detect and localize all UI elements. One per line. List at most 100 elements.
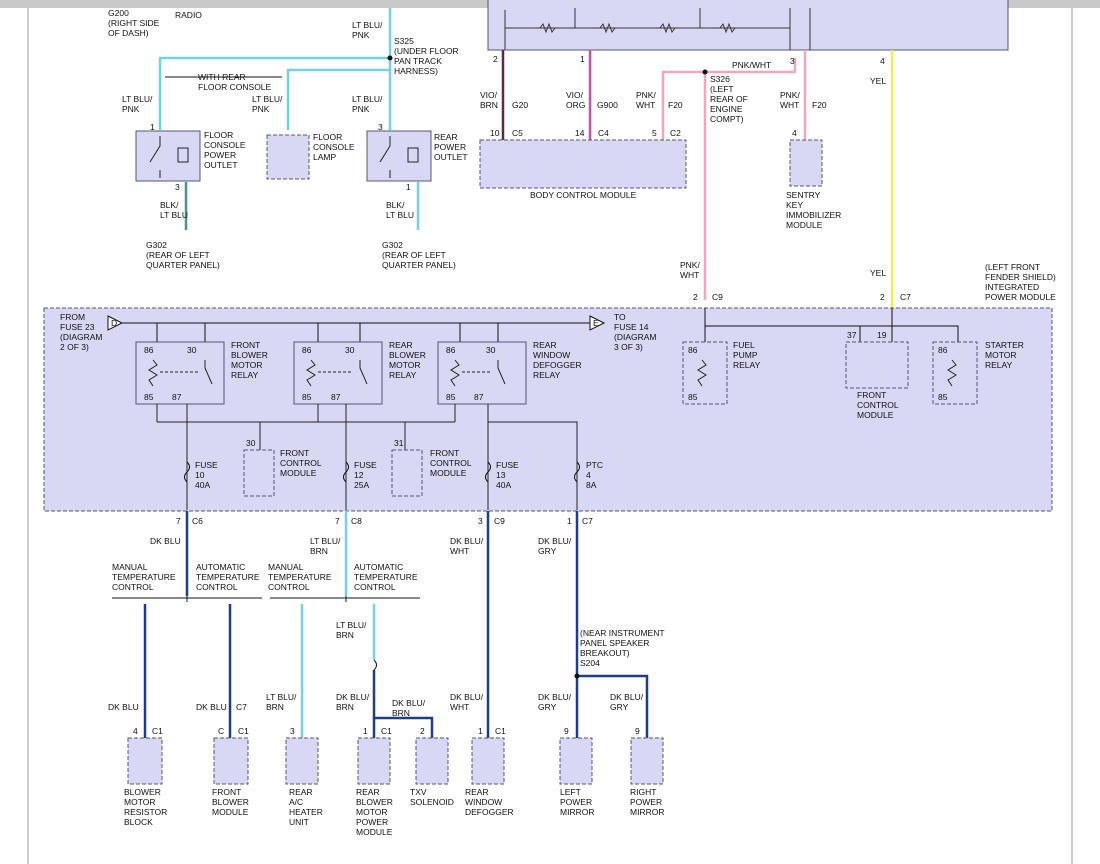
c9-label: C9 — [494, 516, 505, 526]
relay-boxes — [135, 341, 978, 405]
c8-pin: 7 — [335, 516, 340, 526]
module-left-mirror — [559, 737, 593, 785]
m6-pin: 1 — [478, 726, 483, 736]
control-brackets — [112, 596, 420, 671]
bcm-p2: 14 — [575, 128, 585, 138]
m4-pin: 1 — [363, 726, 368, 736]
svg-text:87: 87 — [474, 392, 484, 402]
m5-pin: 2 — [420, 726, 425, 736]
module-rear-ac-heater — [285, 737, 319, 785]
svg-text:30: 30 — [345, 345, 355, 355]
m4-conn: C1 — [381, 726, 392, 736]
ipm-conn-d: D — [111, 318, 117, 328]
sentry-pin: 4 — [792, 128, 797, 138]
outlet-wire1-label: LT BLU/PNK — [122, 94, 153, 114]
ipm-conn-e: E — [593, 318, 599, 328]
floor-console-outlet-box — [135, 130, 201, 182]
rear-outlet-box — [366, 130, 432, 182]
wire-b-conn: C7 — [236, 702, 247, 712]
wire-g-label: DK BLU/GRY — [538, 692, 572, 712]
ipm-yel: YEL — [870, 268, 886, 278]
module-blower-resistor — [127, 737, 163, 785]
m1-pin: 4 — [133, 726, 138, 736]
wire-b-label: DK BLU — [196, 702, 227, 712]
bcm-p1: 10 — [490, 128, 500, 138]
svg-text:86: 86 — [938, 345, 948, 355]
bcm-wires — [501, 50, 894, 308]
gnd-wire-label: BLK/LT BLU — [160, 200, 188, 220]
relay-internals — [148, 359, 957, 510]
fcm-b-box — [391, 449, 423, 497]
ipm-c9-pin: 2 — [693, 292, 698, 302]
outlet-wire3-label: LT BLU/PNK — [352, 94, 383, 114]
fcm-b-pin: 31 — [394, 438, 404, 448]
bcm-c3: C2 — [670, 128, 681, 138]
bottom-wires — [143, 511, 649, 738]
top-module-box — [487, 0, 1009, 51]
wire-a-label: DK BLU — [108, 702, 139, 712]
rear-outlet-pin1: 1 — [406, 182, 411, 192]
bcm-pin3: 3 — [790, 56, 795, 66]
svg-text:86: 86 — [144, 345, 154, 355]
s204-splice-dot — [574, 673, 580, 679]
svg-text:85: 85 — [688, 392, 698, 402]
bcm-w4-label: PNK/WHT — [780, 90, 800, 110]
svg-text:86: 86 — [688, 345, 698, 355]
module-rear-blower-power — [357, 737, 391, 785]
floor-console-lamp-box — [266, 134, 310, 180]
svg-text:87: 87 — [172, 392, 182, 402]
ltblu-pnk-wires — [158, 8, 420, 230]
ltblu-brn-label: LT BLU/BRN — [310, 536, 341, 556]
wire-h-label: DK BLU/GRY — [610, 692, 644, 712]
dkblu-label: DK BLU — [150, 536, 181, 546]
s325-splice-dot — [387, 55, 393, 61]
m2-conn: C1 — [238, 726, 249, 736]
fcm-a-pin: 30 — [246, 438, 256, 448]
s326-splice-dot — [702, 69, 708, 75]
fuse-symbols — [184, 461, 580, 483]
svg-text:30: 30 — [486, 345, 496, 355]
wire-c-label: LT BLU/BRN — [266, 692, 297, 712]
c7-label: C7 — [582, 516, 593, 526]
sentry-module-box — [789, 139, 823, 187]
dkblu-wht-label: DK BLU/WHT — [450, 536, 484, 556]
svg-text:85: 85 — [302, 392, 312, 402]
c6-pin: 7 — [176, 516, 181, 526]
bcm-w3-label: PNK/WHT — [636, 90, 656, 110]
rear-outlet-pin3: 3 — [378, 122, 383, 132]
c8-label: C8 — [351, 516, 362, 526]
bottom-modules — [127, 737, 664, 785]
wire-d-label: DK BLU/BRN — [336, 692, 370, 712]
yel-pin4: 4 — [880, 56, 885, 66]
svg-text:85: 85 — [938, 392, 948, 402]
pnk-wht-top-label: PNK/WHT — [732, 60, 771, 70]
top-module-internals — [504, 8, 811, 50]
ipm-pnk-wht: PNK/WHT — [680, 260, 700, 280]
